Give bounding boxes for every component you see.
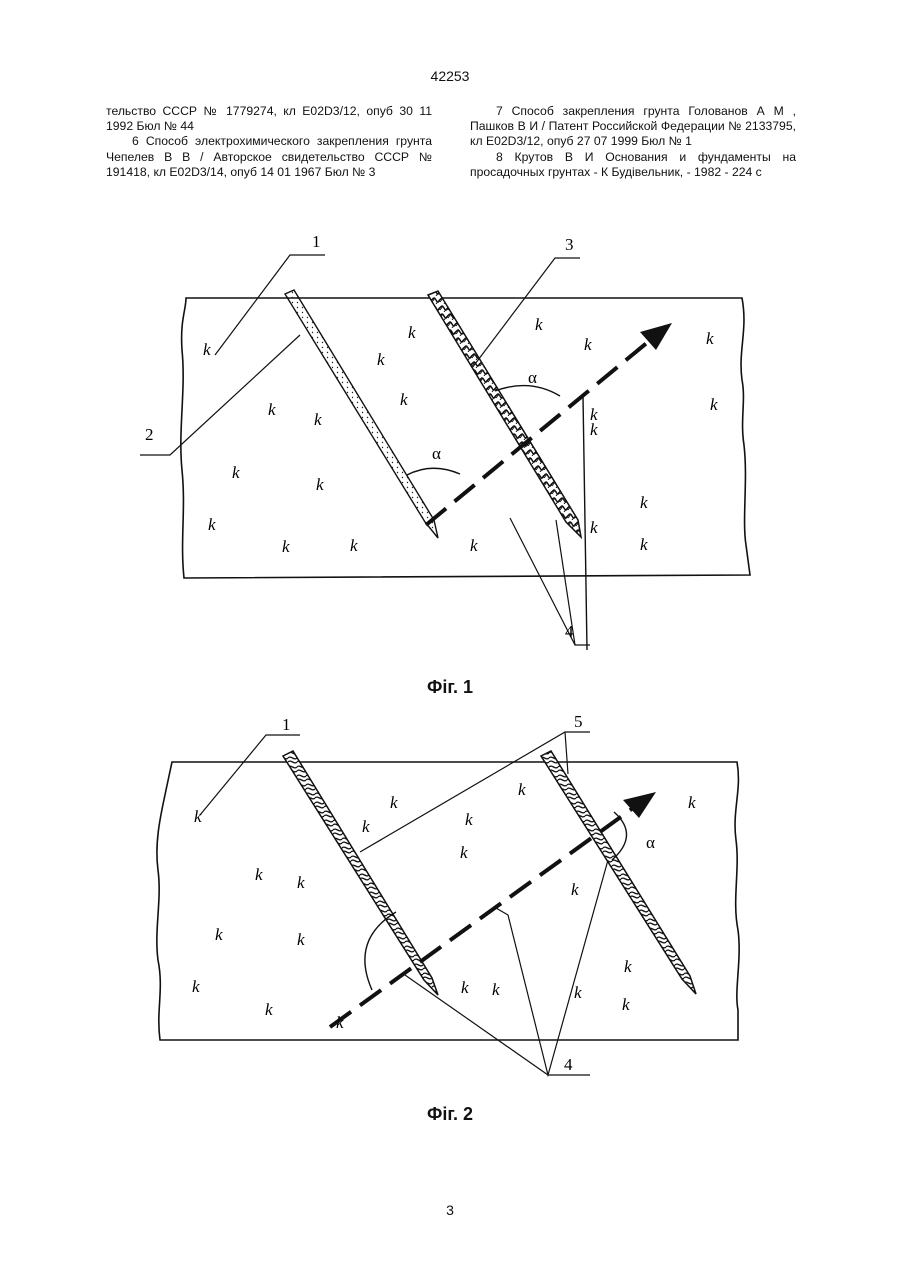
- soil-mark: k: [297, 930, 305, 949]
- angle-arc: [495, 386, 560, 396]
- soil-mark: k: [265, 1000, 273, 1019]
- leader-line-3: [472, 258, 580, 368]
- soil-mark: k: [232, 463, 240, 482]
- soil-mark: k: [460, 843, 468, 862]
- electrode-chain-left: [283, 751, 438, 995]
- soil-mark: k: [408, 323, 416, 342]
- page-number: 3: [400, 1202, 500, 1218]
- references-left-column: тельство СССР № 1779274, кл E02D3/12, оп…: [106, 104, 432, 180]
- soil-mark: k: [362, 817, 370, 836]
- soil-mark: k: [208, 515, 216, 534]
- figure-2-caption: Фіг. 2: [350, 1104, 550, 1125]
- soil-mark: k: [535, 315, 543, 334]
- soil-mark: k: [688, 793, 696, 812]
- soil-mark: k: [584, 335, 592, 354]
- soil-mark: k: [461, 978, 469, 997]
- callout-4: 4: [565, 622, 574, 641]
- soil-mark: k: [316, 475, 324, 494]
- soil-mark: k: [268, 400, 276, 419]
- soil-mark: k: [377, 350, 385, 369]
- angle-arc: [407, 468, 460, 475]
- soil-mark: k: [390, 793, 398, 812]
- soil-mark: k: [350, 536, 358, 555]
- soil-mark: k: [297, 873, 305, 892]
- soil-mark: k: [336, 1013, 344, 1032]
- soil-mark: k: [465, 810, 473, 829]
- soil-mark: k: [622, 995, 630, 1014]
- soil-mark: k: [571, 880, 579, 899]
- arrowhead: [623, 792, 656, 818]
- callout-4: 4: [564, 1055, 573, 1074]
- soil-mark: k: [314, 410, 322, 429]
- figure-2-diagram: 1 5 4 α k k k k k k k k k k k k k k k k …: [0, 706, 900, 1096]
- angle-alpha: α: [432, 444, 441, 463]
- soil-mark: k: [640, 535, 648, 554]
- soil-mark: k: [518, 780, 526, 799]
- leader-line-4: [510, 518, 590, 645]
- figure-1-diagram: 1 2 3 4 α α k k k k k k k k k k k k k k …: [0, 226, 900, 666]
- reference-item: 7 Способ закрепления грунта Голованов А …: [470, 104, 796, 150]
- leader-line-5: [360, 732, 590, 852]
- soil-mark: k: [590, 420, 598, 439]
- patent-number: 42253: [400, 68, 500, 84]
- callout-1: 1: [282, 715, 291, 734]
- soil-mark: k: [710, 395, 718, 414]
- soil-mark: k: [194, 807, 202, 826]
- angle-alpha: α: [528, 368, 537, 387]
- callout-3: 3: [565, 235, 574, 254]
- current-direction-arrow: [426, 332, 660, 525]
- angle-alpha: α: [646, 833, 655, 852]
- electrode-chain-right: [541, 751, 696, 994]
- soil-mark: k: [624, 957, 632, 976]
- references-right-column: 7 Способ закрепления грунта Голованов А …: [470, 104, 796, 180]
- soil-mark: k: [282, 537, 290, 556]
- reference-item: тельство СССР № 1779274, кл E02D3/12, оп…: [106, 104, 432, 134]
- soil-mark: k: [492, 980, 500, 999]
- soil-mark: k: [470, 536, 478, 555]
- soil-mark: k: [706, 329, 714, 348]
- soil-mark: k: [640, 493, 648, 512]
- reference-item: 8 Крутов В И Основания и фундаменты на п…: [470, 150, 796, 180]
- soil-mark: k: [203, 340, 211, 359]
- leader-line-2: [140, 335, 300, 455]
- soil-outline: [157, 762, 739, 1040]
- soil-mark: k: [590, 518, 598, 537]
- soil-mark: k: [400, 390, 408, 409]
- figure-1-caption: Фіг. 1: [350, 677, 550, 698]
- soil-marks: k k k k k k k k k k k k k k k k k k k k …: [203, 315, 718, 556]
- soil-mark: k: [192, 977, 200, 996]
- soil-mark: k: [574, 983, 582, 1002]
- soil-mark: k: [215, 925, 223, 944]
- callout-1: 1: [312, 232, 321, 251]
- callout-2: 2: [145, 425, 154, 444]
- leader-line-1: [200, 735, 300, 815]
- leader-line-1: [215, 255, 325, 355]
- reference-item: 6 Способ электрохимического закрепления …: [106, 134, 432, 180]
- callout-5: 5: [574, 712, 583, 731]
- soil-mark: k: [255, 865, 263, 884]
